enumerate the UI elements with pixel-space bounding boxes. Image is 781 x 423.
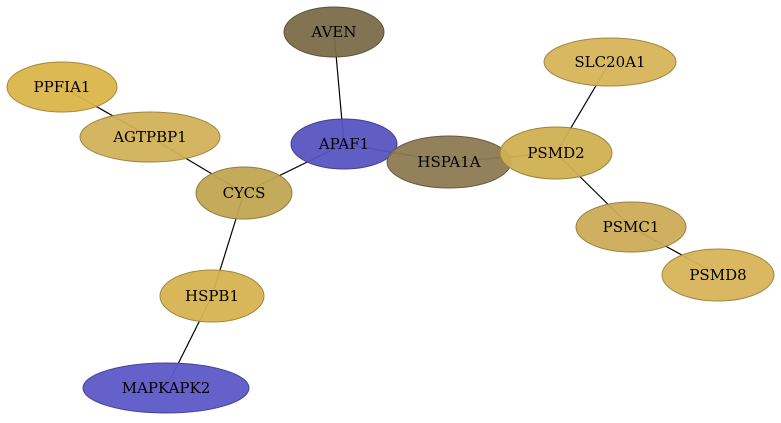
- node-label-mapkapk2: MAPKAPK2: [122, 379, 211, 397]
- node-aven[interactable]: AVEN: [283, 6, 385, 58]
- node-shape-mapkapk2: [82, 362, 250, 414]
- node-mapkapk2[interactable]: MAPKAPK2: [82, 362, 250, 414]
- node-label-agtpbp1: AGTPBP1: [112, 128, 187, 146]
- node-psmc1[interactable]: PSMC1: [575, 201, 687, 253]
- node-shape-apaf1: [290, 118, 398, 170]
- node-shape-cycs: [195, 166, 293, 220]
- node-label-hspb1: HSPB1: [185, 287, 239, 305]
- node-ppfia1[interactable]: PPFIA1: [6, 61, 118, 113]
- node-label-apaf1: APAF1: [318, 135, 369, 153]
- node-shape-psmc1: [575, 201, 687, 253]
- node-shape-psmd8: [661, 248, 775, 302]
- node-cycs[interactable]: CYCS: [195, 166, 293, 220]
- node-hspb1[interactable]: HSPB1: [159, 269, 265, 323]
- node-slc20a1[interactable]: SLC20A1: [543, 37, 677, 87]
- node-agtpbp1[interactable]: AGTPBP1: [79, 111, 221, 163]
- node-label-psmd8: PSMD8: [689, 266, 746, 284]
- node-hspa1a[interactable]: HSPA1A: [386, 135, 512, 189]
- node-label-ppfia1: PPFIA1: [34, 78, 91, 96]
- node-shape-slc20a1: [543, 37, 677, 87]
- node-psmd2[interactable]: PSMD2: [499, 126, 613, 180]
- node-shape-agtpbp1: [79, 111, 221, 163]
- node-label-slc20a1: SLC20A1: [574, 53, 645, 71]
- node-shape-ppfia1: [6, 61, 118, 113]
- node-shape-psmd2: [499, 126, 613, 180]
- node-label-cycs: CYCS: [223, 184, 266, 202]
- node-label-psmd2: PSMD2: [527, 144, 584, 162]
- node-label-hspa1a: HSPA1A: [417, 153, 480, 171]
- node-shape-aven: [283, 6, 385, 58]
- node-label-aven: AVEN: [311, 23, 357, 41]
- node-psmd8[interactable]: PSMD8: [661, 248, 775, 302]
- node-label-psmc1: PSMC1: [603, 218, 660, 236]
- node-shape-hspb1: [159, 269, 265, 323]
- node-apaf1[interactable]: APAF1: [290, 118, 398, 170]
